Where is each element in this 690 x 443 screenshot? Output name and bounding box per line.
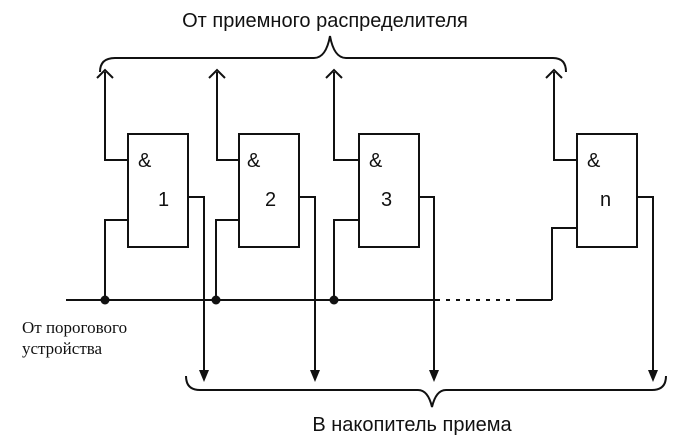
output-arrow-n	[648, 370, 658, 382]
gate-1-output	[188, 196, 205, 370]
input-arrow-1	[96, 68, 114, 79]
top-brace	[99, 35, 567, 73]
gate-n-num: n	[600, 189, 611, 211]
output-arrow-1	[199, 370, 209, 382]
gate-2-input-top	[216, 72, 239, 161]
junction-1	[100, 295, 110, 305]
gate-n-input-top	[553, 72, 577, 161]
gate-3-box	[358, 133, 420, 248]
title-bottom: В накопитель приема	[312, 414, 512, 436]
output-arrow-3	[429, 370, 439, 382]
title-top: От приемного распределителя	[182, 10, 468, 32]
gate-n-box	[576, 133, 638, 248]
gate-2-num: 2	[265, 189, 276, 211]
gate-3-num: 3	[381, 189, 392, 211]
gate-1-input-bottom	[104, 219, 128, 300]
input-arrow-3	[325, 68, 343, 79]
gate-2-op: &	[247, 150, 261, 172]
gate-2: & 2	[208, 68, 320, 382]
gate-3-output	[419, 196, 435, 370]
gate-2-box	[238, 133, 300, 248]
source-label-line2: устройства	[22, 339, 103, 358]
junction-2	[211, 295, 221, 305]
gate-1-num: 1	[158, 189, 169, 211]
gate-2-input-bottom	[215, 219, 239, 300]
gate-3-op: &	[369, 150, 383, 172]
gate-n-output	[637, 196, 654, 370]
source-label-line1: От порогового	[22, 318, 127, 337]
gate-3: & 3	[325, 68, 439, 382]
gate-1-op: &	[138, 150, 152, 172]
input-arrow-n	[545, 68, 563, 79]
gate-3-input-bottom	[333, 219, 359, 300]
gate-n-op: &	[587, 150, 601, 172]
junction-3	[329, 295, 339, 305]
gate-1: & 1	[96, 68, 209, 382]
gate-2-output	[299, 196, 316, 370]
gate-3-input-top	[333, 72, 359, 161]
gate-1-input-top	[104, 72, 128, 161]
gate-n: & n	[545, 68, 658, 382]
output-arrow-2	[310, 370, 320, 382]
gate-n-input-bottom	[551, 227, 577, 300]
bottom-brace	[185, 375, 667, 408]
input-arrow-2	[208, 68, 226, 79]
gate-1-box	[127, 133, 189, 248]
